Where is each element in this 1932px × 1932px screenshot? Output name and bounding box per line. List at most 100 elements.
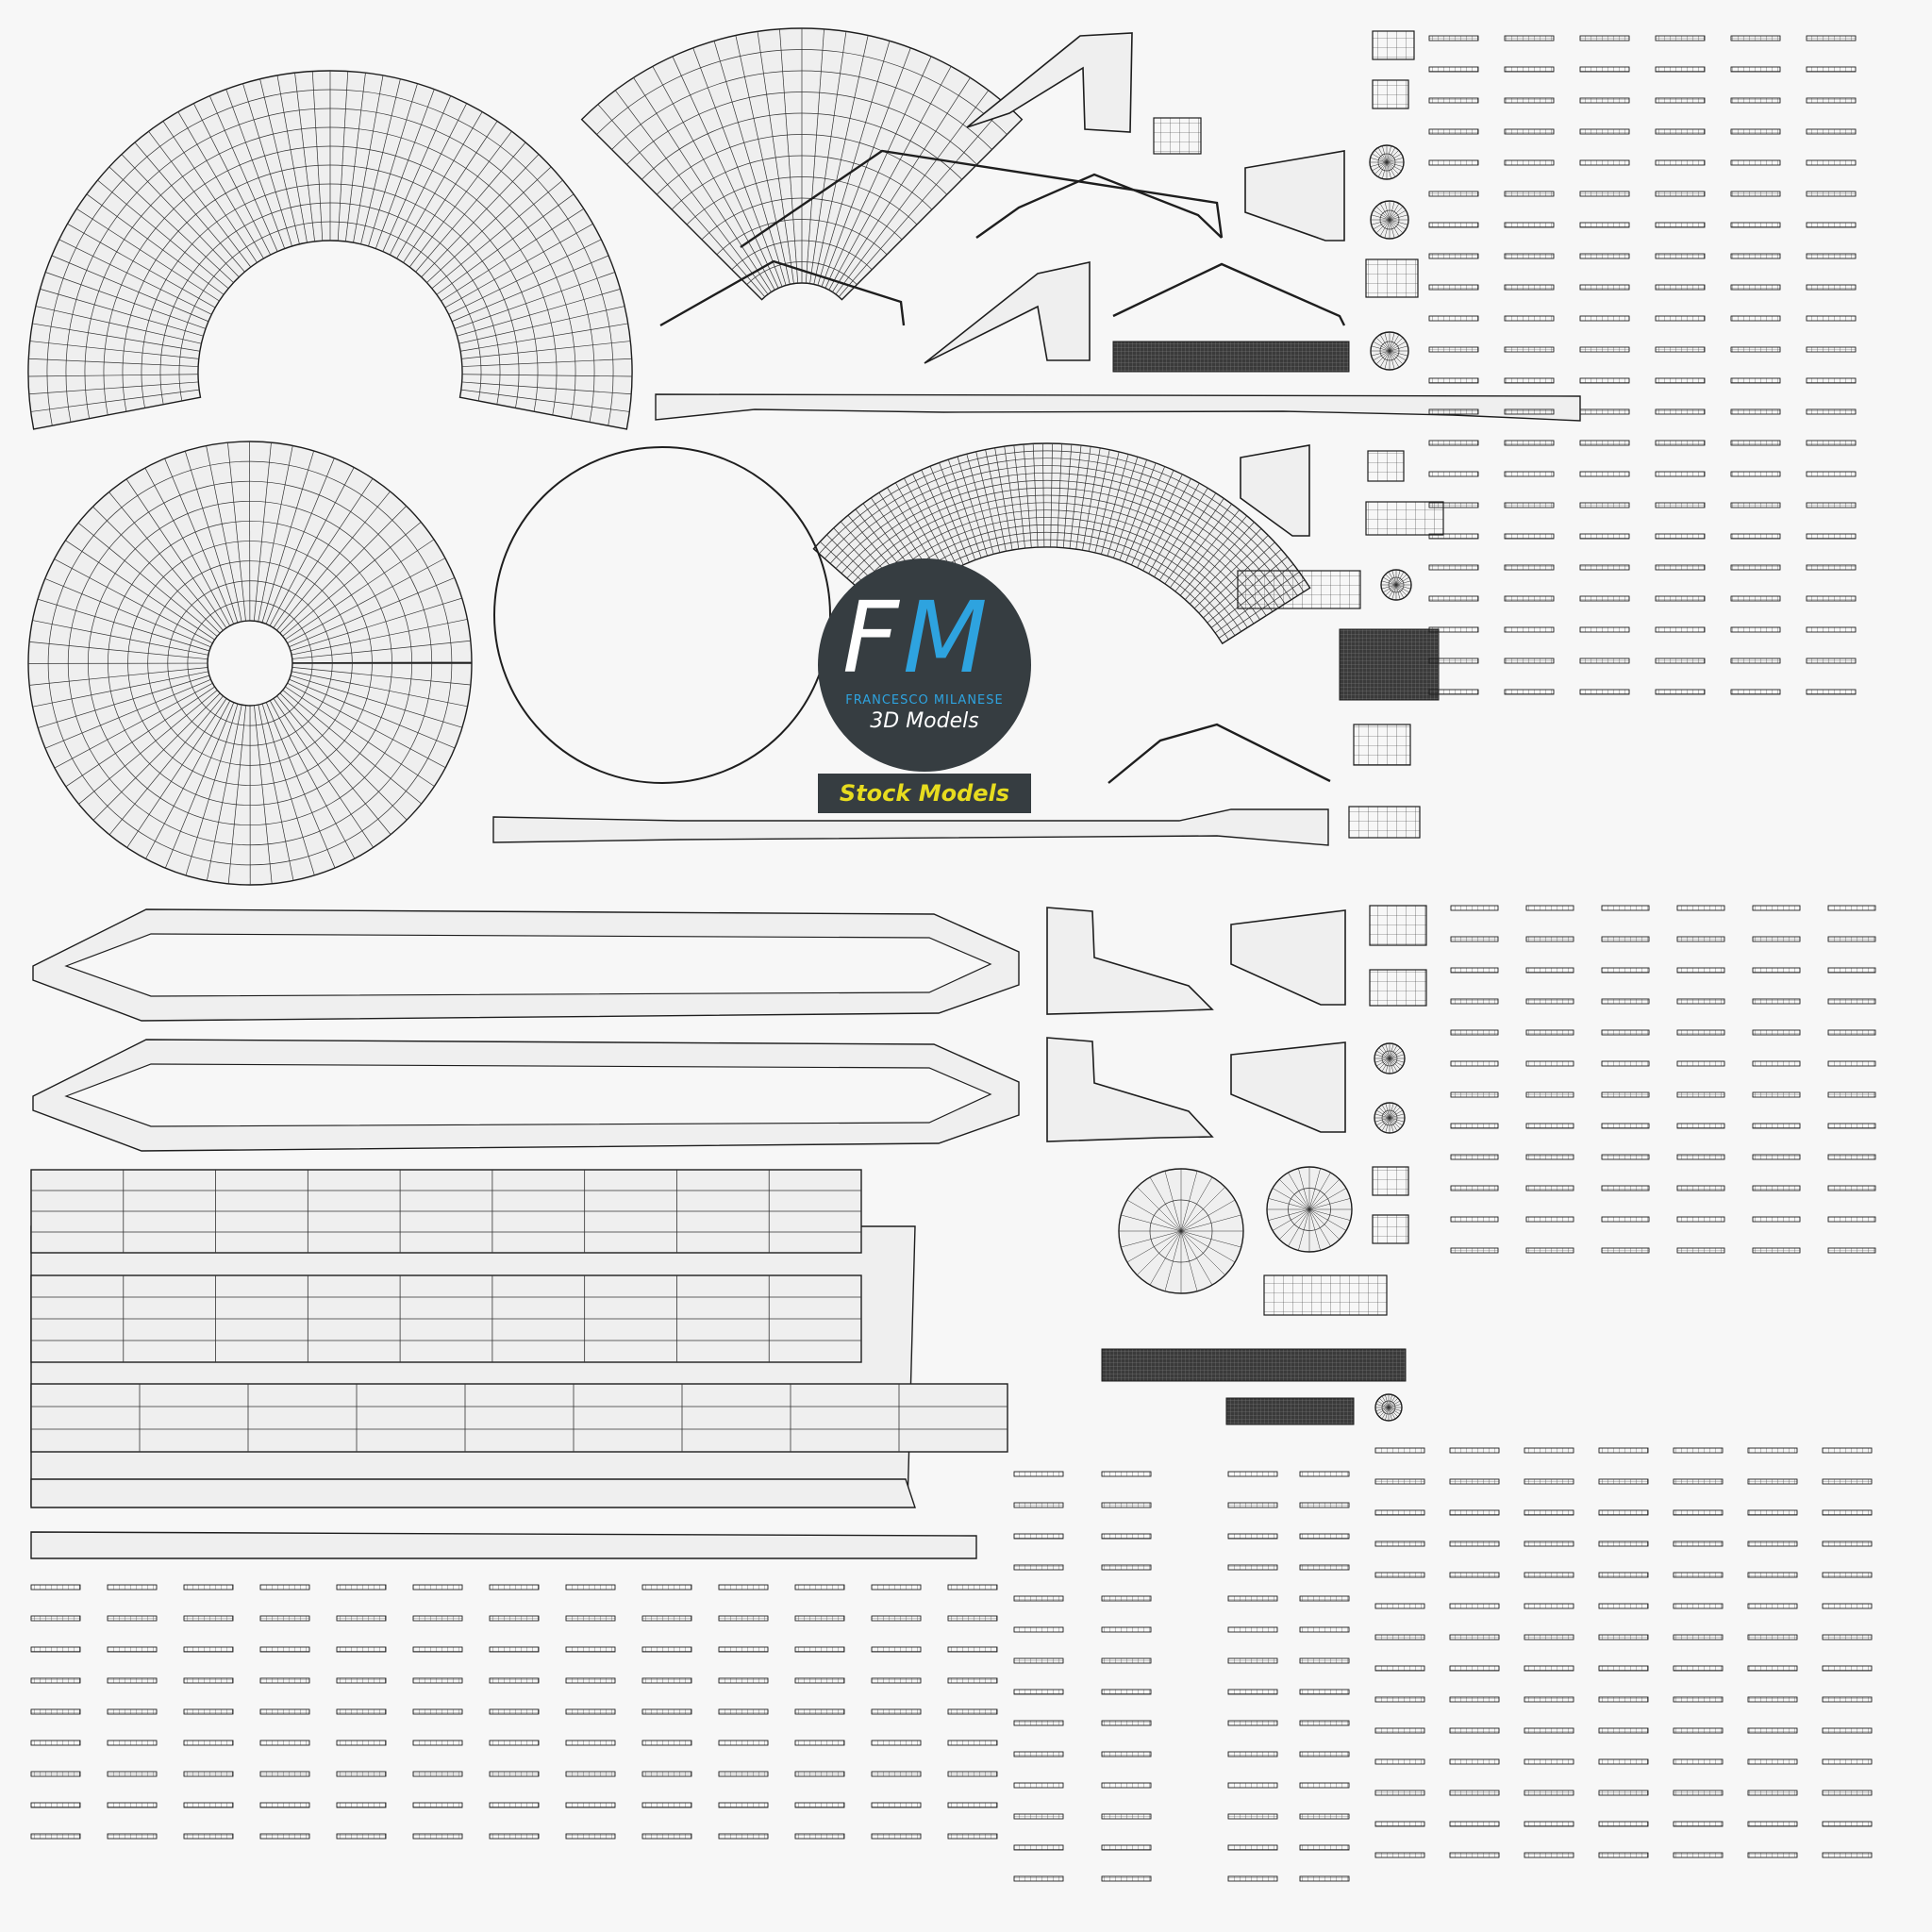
uv-edge [28, 374, 199, 377]
uv-small-strip [1752, 998, 1801, 1005]
uv-small-strip [1655, 315, 1706, 322]
uv-edge [957, 456, 988, 557]
uv-edge [382, 95, 452, 252]
uv-small-strip [1504, 315, 1555, 322]
uv-small-strip [1655, 595, 1706, 602]
uv-small-strip [718, 1677, 769, 1684]
uv-small-strip [1013, 1471, 1064, 1477]
uv-small-strip [1428, 595, 1479, 602]
uv-small-strip [1504, 564, 1555, 571]
uv-small-strip [1747, 1821, 1798, 1827]
uv-thin-strip [30, 1478, 916, 1508]
uv-small-strip [1827, 967, 1876, 974]
uv-edge [929, 466, 970, 563]
uv-radial-island [1370, 200, 1409, 240]
uv-edge [835, 90, 990, 295]
uv-small-strip [1504, 253, 1555, 259]
uv-edge [652, 66, 775, 291]
uv-small-strip [1579, 191, 1630, 197]
uv-long-strip [655, 393, 1581, 422]
uv-edge [921, 469, 964, 565]
uv-small-strip [489, 1584, 540, 1591]
uv-small-strip [1449, 1727, 1500, 1734]
uv-small-strip [1806, 346, 1857, 353]
uv-small-strip [1524, 1696, 1574, 1703]
uv-small-strip [1655, 533, 1706, 540]
uv-edge [1190, 528, 1262, 605]
uv-wing [966, 32, 1133, 133]
uv-small-strip [1428, 159, 1479, 166]
uv-small-strip [1428, 471, 1479, 477]
uv-small-strip [718, 1771, 769, 1777]
uv-small-strip [1299, 1875, 1350, 1882]
uv-edge [144, 467, 231, 626]
uv-small-strip [1428, 315, 1479, 322]
uv-edge [441, 208, 584, 302]
uv-small-strip [1013, 1782, 1064, 1789]
uv-edge [1082, 447, 1101, 551]
uv-small-strip [1579, 408, 1630, 415]
uv-small-strip [1655, 222, 1706, 228]
uv-small-strip [1655, 626, 1706, 633]
uv-edge [45, 272, 207, 329]
uv-small-strip [183, 1615, 234, 1622]
uv-small-strip [1428, 440, 1479, 446]
uv-edge [162, 121, 258, 263]
uv-grid-block [1369, 905, 1427, 946]
uv-edge [1088, 449, 1110, 552]
uv-small-strip [1525, 1123, 1574, 1129]
uv-small-strip [1504, 97, 1555, 104]
uv-rim-circle [493, 446, 831, 784]
uv-small-strip [1598, 1821, 1649, 1827]
uv-small-strip [641, 1615, 692, 1622]
uv-edge [735, 35, 791, 285]
uv-edge [813, 35, 869, 285]
uv-small-strip [794, 1646, 845, 1653]
uv-small-strip [1524, 1509, 1574, 1516]
uv-small-strip [1747, 1634, 1798, 1641]
uv-wing [1046, 907, 1214, 1015]
uv-edge [832, 77, 971, 292]
uv-small-strip [1655, 408, 1706, 415]
uv-small-strip [1822, 1447, 1873, 1454]
uv-small-strip [1299, 1471, 1350, 1477]
uv-small-strip [1806, 564, 1857, 571]
uv-small-strip [1601, 1123, 1650, 1129]
uv-edge [92, 692, 221, 821]
uv-edge [32, 671, 208, 708]
uv-small-strip [1579, 159, 1630, 166]
uv-small-strip [1428, 35, 1479, 42]
uv-small-strip [107, 1677, 158, 1684]
uv-edge [461, 341, 631, 359]
uv-edge [1179, 515, 1247, 596]
uv-small-strip [794, 1833, 845, 1840]
uv-small-strip [641, 1646, 692, 1653]
uv-small-strip [1730, 626, 1781, 633]
uv-small-strip [30, 1740, 81, 1746]
uv-small-strip [1374, 1852, 1425, 1858]
uv-edge [396, 111, 483, 259]
uv-edge [273, 478, 374, 628]
uv-small-strip [1806, 128, 1857, 135]
uv-grid-block [1348, 806, 1421, 839]
uv-edge [279, 506, 407, 634]
uv-edge [1050, 443, 1053, 548]
uv-edge [78, 690, 218, 805]
uv-small-strip [1747, 1572, 1798, 1578]
uv-edge [265, 458, 335, 625]
uv-edge [1107, 457, 1139, 557]
uv-small-strip [1822, 1603, 1873, 1609]
uv-small-strip [1504, 128, 1555, 135]
uv-small-strip [107, 1708, 158, 1715]
uv-small-strip [1504, 377, 1555, 384]
uv-small-strip [1524, 1634, 1574, 1641]
uv-edge [779, 28, 799, 284]
uv-small-strip [1101, 1813, 1152, 1820]
uv-small-strip [1504, 346, 1555, 353]
uv-small-strip [1524, 1541, 1574, 1547]
uv-edge [311, 71, 324, 242]
uv-small-strip [1449, 1634, 1500, 1641]
uv-small-strip [641, 1802, 692, 1808]
uv-small-strip [1449, 1541, 1500, 1547]
uv-small-strip [1806, 66, 1857, 73]
